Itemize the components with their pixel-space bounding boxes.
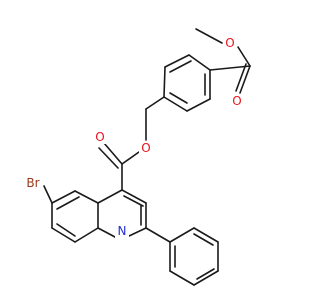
atom-o-ester-link-bg xyxy=(139,141,153,155)
bond-1 xyxy=(237,46,251,67)
bond-3 xyxy=(235,63,247,92)
bond-45 xyxy=(193,233,214,246)
bond-23 xyxy=(128,227,147,237)
atom-o-carbonyl-top-bg xyxy=(230,94,244,108)
atom-o-carbonyl-top: O xyxy=(232,94,241,108)
bond-29 xyxy=(51,190,76,204)
bond-25 xyxy=(121,189,147,204)
atom-label-layer: O O O O Br N xyxy=(23,36,244,238)
bond-17 xyxy=(103,142,123,165)
bond-4 xyxy=(209,65,251,71)
atom-o-carbonyl-mid: O xyxy=(95,130,104,144)
bond-7 xyxy=(163,66,166,98)
bond-22 xyxy=(97,227,116,238)
bond-16 xyxy=(121,151,140,165)
bond-28 xyxy=(74,190,99,204)
atom-br: Br xyxy=(26,176,39,190)
bond-38 xyxy=(169,270,195,286)
bond-36 xyxy=(145,227,171,243)
atom-o-ester-link: O xyxy=(141,141,150,155)
bond-44 xyxy=(196,268,215,280)
atom-n-bg xyxy=(115,224,129,238)
bond-9 xyxy=(186,98,211,112)
bond-32 xyxy=(74,227,99,243)
bond-12 xyxy=(169,92,188,104)
bond-20 xyxy=(97,189,123,204)
bond-34 xyxy=(56,223,76,237)
molecule-structure-diagram: O O O O Br N xyxy=(23,28,251,286)
atom-o-carbonyl-mid-bg xyxy=(93,130,107,144)
bond-35 xyxy=(43,185,53,204)
bond-0 xyxy=(195,28,223,44)
bond-8 xyxy=(163,96,188,112)
bond-27 xyxy=(123,195,144,207)
bond-41 xyxy=(193,227,219,243)
atom-n: N xyxy=(118,224,127,238)
bond-6 xyxy=(164,54,190,68)
bond-33 xyxy=(56,196,80,210)
atom-o-methoxy-bg xyxy=(223,36,237,50)
bond-14 xyxy=(145,96,165,110)
bond-31 xyxy=(51,227,76,243)
atom-br-bg xyxy=(23,176,43,190)
atom-o-methoxy: O xyxy=(225,36,234,50)
bond-5 xyxy=(188,54,211,71)
bond-layer xyxy=(43,28,251,286)
bond-11 xyxy=(169,60,192,73)
bond-39 xyxy=(193,270,219,286)
bond-2 xyxy=(239,65,251,94)
bond-18 xyxy=(98,147,119,169)
bond-42 xyxy=(169,227,195,243)
